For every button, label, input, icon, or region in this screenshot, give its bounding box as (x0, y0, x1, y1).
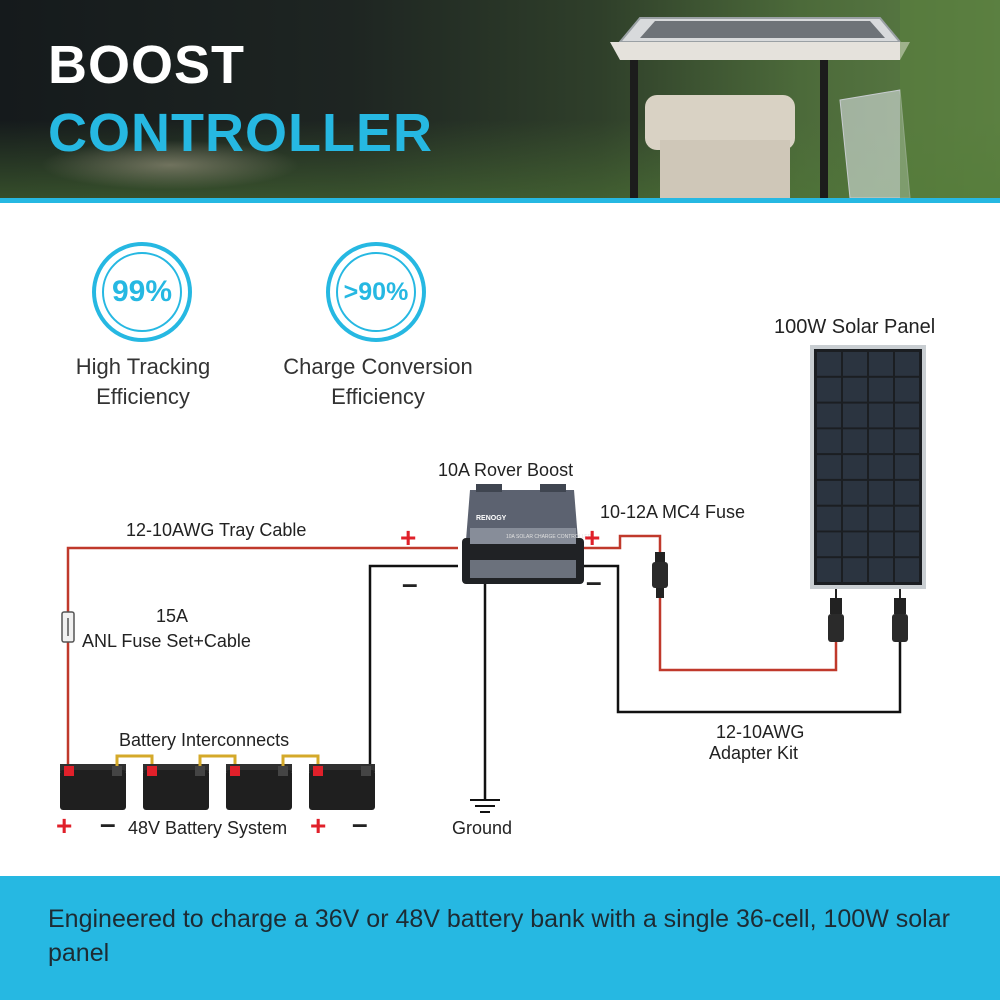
header-accent-line (0, 198, 1000, 203)
conversion-efficiency-label-line1: Charge Conversion (283, 354, 473, 379)
solar-cell (895, 377, 919, 402)
ground-symbol (470, 799, 500, 813)
controller-label: 10A Rover Boost (438, 460, 574, 480)
conversion-efficiency-label-line2: Efficiency (331, 384, 425, 409)
solar-cell (869, 558, 893, 582)
svg-text:RENOGY: RENOGY (476, 515, 507, 522)
solar-cell (817, 480, 841, 505)
solar-cell (843, 403, 867, 428)
solar-cell (895, 532, 919, 557)
solar-cell (869, 506, 893, 531)
charge-controller-illustration: RENOGY 10A SOLAR CHARGE CONTROLLER (462, 484, 592, 584)
positive-wires (66, 534, 838, 770)
tracking-efficiency-label-line1: High Tracking (75, 354, 211, 379)
battery-3 (226, 764, 292, 810)
title-line-1: BOOST (48, 35, 246, 95)
solar-cell (895, 352, 919, 376)
tray-cable-positive-wire (66, 546, 458, 612)
solar-cell (817, 532, 841, 557)
solar-cell (843, 532, 867, 557)
solar-cell (895, 480, 919, 505)
negative-wires (368, 564, 902, 800)
conversion-efficiency-label: Charge Conversion Efficiency (258, 352, 498, 412)
footer-band (0, 876, 1000, 1000)
controller-pv-minus-sign: – (586, 566, 602, 597)
solar-cell (869, 532, 893, 557)
wiring-diagram: RENOGY 10A SOLAR CHARGE CONTROLLER (60, 345, 926, 813)
battery-interconnects-label: Battery Interconnects (119, 730, 290, 750)
solar-cell (869, 480, 893, 505)
solar-cell (895, 429, 919, 454)
footer-description: Engineered to charge a 36V or 48V batter… (48, 905, 950, 967)
solar-cell (869, 429, 893, 454)
battery-interconnect (198, 754, 237, 766)
conversion-efficiency-value: >90% (336, 252, 416, 332)
battery-2 (143, 764, 209, 810)
controller-battery-plus-sign: + (400, 522, 417, 553)
panel-negative-wire (582, 564, 902, 714)
battery-bank-plus-sign-2: + (310, 810, 327, 841)
solar-cell (843, 558, 867, 582)
solar-cell (843, 506, 867, 531)
solar-cell (843, 480, 867, 505)
solar-cell (895, 455, 919, 479)
tracking-efficiency-value: 99% (102, 252, 182, 332)
svg-text:10A SOLAR CHARGE CONTROLLER: 10A SOLAR CHARGE CONTROLLER (506, 534, 592, 540)
solar-cell (817, 377, 841, 402)
solar-cell (869, 377, 893, 402)
solar-cell (843, 455, 867, 479)
battery-negative-wire (368, 564, 458, 770)
solar-cell (817, 403, 841, 428)
header-banner: BOOST CONTROLLER (0, 0, 1000, 198)
solar-cell (869, 403, 893, 428)
controller-battery-minus-sign: – (402, 568, 418, 599)
solar-cell (869, 455, 893, 479)
golf-cart-illustration (610, 0, 1000, 198)
solar-cell (895, 506, 919, 531)
adapter-kit-label-line1: 12-10AWG (716, 722, 805, 742)
conversion-efficiency-badge: >90% (326, 242, 426, 342)
controller-pv-plus-sign: + (584, 522, 601, 553)
battery-interconnect (115, 754, 154, 766)
tracking-efficiency-label-line2: Efficiency (96, 384, 190, 409)
title-line-2: CONTROLLER (48, 103, 433, 163)
solar-cell (817, 558, 841, 582)
solar-cell (817, 352, 841, 376)
solar-panel-label: 100W Solar Panel (774, 316, 936, 338)
anl-fuse-label-line1: 15A (156, 606, 189, 626)
solar-cell (843, 352, 867, 376)
solar-cell (817, 429, 841, 454)
solar-cell (817, 455, 841, 479)
adapter-kit-label-line2: Adapter Kit (709, 743, 799, 763)
anl-fuse-label-line2: ANL Fuse Set+Cable (82, 631, 251, 651)
solar-cell (895, 558, 919, 582)
solar-cell (843, 429, 867, 454)
solar-cell (895, 403, 919, 428)
panel-connectors (828, 589, 908, 642)
mc4-fuse-label: 10-12A MC4 Fuse (600, 502, 746, 522)
mc4-to-panel-positive-wire (658, 598, 838, 672)
battery-bank (60, 754, 375, 810)
tray-cable-label: 12-10AWG Tray Cable (126, 520, 307, 540)
battery-bank-minus-sign-1: – (100, 808, 116, 839)
ground-label: Ground (452, 818, 513, 838)
solar-cell (843, 377, 867, 402)
battery-4 (309, 764, 375, 810)
battery-1 (60, 764, 126, 810)
tracking-efficiency-label: High Tracking Efficiency (40, 352, 246, 412)
solar-cell (817, 506, 841, 531)
battery-system-label: 48V Battery System (128, 818, 288, 838)
battery-bank-minus-sign-2: – (352, 808, 368, 839)
anl-fuse-icon (61, 611, 75, 643)
battery-bank-plus-sign: + (56, 810, 73, 841)
solar-cell (869, 352, 893, 376)
mc4-fuse-icon (652, 552, 668, 598)
tracking-efficiency-badge: 99% (92, 242, 192, 342)
solar-panel-illustration (810, 345, 926, 589)
header-sand-trap (40, 140, 300, 190)
controller-to-mc4-wire (582, 534, 662, 552)
battery-interconnect (281, 754, 320, 766)
